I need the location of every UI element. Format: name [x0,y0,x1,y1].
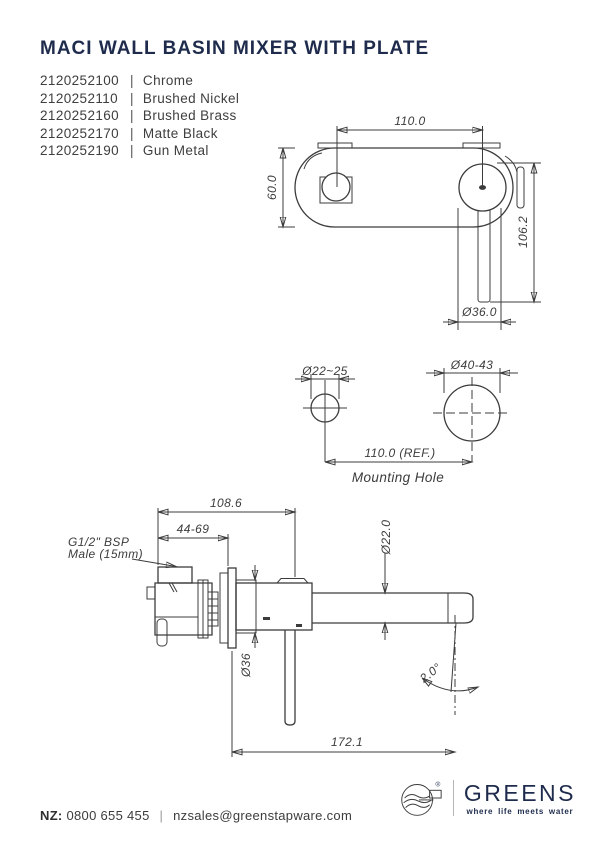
handle-lever-side [284,630,296,726]
greens-logo: ® GREENS where life meets water [395,776,576,820]
side-view-drawing: G1/2" BSP Male (15mm) 108.6 44-69 Ø22.0 … [68,496,560,757]
product-code: 2120252190 [40,143,120,158]
code-separator: | [130,90,134,106]
logo-divider [452,780,454,816]
valve-body [146,566,229,647]
mounting-hole-caption: Mounting Hole [352,470,444,485]
page-title: MACI WALL BASIN MIXER WITH PLATE [40,38,430,59]
dim-dia36-side-label: Ø36 [239,653,253,678]
dimension-projection: 108.6 [157,496,295,577]
dimension-handle-diameter: Ø36.0 [443,208,516,330]
dim-large-hole-label: Ø40-43 [450,358,493,372]
product-finish: Brushed Brass [142,108,237,123]
code-separator: | [130,125,134,141]
small-mounting-hole: Ø22~25 [295,364,355,462]
inlet-label-line1: G1/2" BSP [68,535,129,549]
footer-phone: 0800 655 455 [66,808,150,823]
footer-contact: NZ: 0800 655 455 | nzsales@greenstapware… [40,808,352,823]
dim-dia22-label: Ø22.0 [379,520,393,556]
mixer-body-side [235,578,474,726]
wall-plate-edge [227,567,237,649]
product-code-list: 2120252100 | Chrome 2120252110 | Brushed Nic… [40,72,239,160]
footer-separator: | [159,808,164,823]
dim-110-ref-label: 110.0 (REF.) [364,446,435,460]
dim-small-hole-label: Ø22~25 [301,364,347,378]
dim-106-label: 106.2 [516,216,530,248]
registered-mark: ® [435,780,440,788]
dimension-spout-diameter: Ø22.0 [379,520,393,640]
product-finish: Gun Metal [142,143,209,158]
dimension-plate-height: 60.0 [265,147,295,227]
dimension-total-reach: 172.1 [231,651,455,757]
dimension-wall-range: 44-69 [158,522,228,566]
dimension-spout-angle: 2.0° [416,615,478,715]
footer-email: nzsales@greenstapware.com [173,808,353,823]
code-separator: | [130,143,134,158]
greens-g-mark-icon: ® [401,780,442,816]
mounting-hole-drawing: Ø22~25 Ø40-43 110.0 (REF.) Mounting Hole [295,358,518,485]
code-separator: | [130,108,134,123]
product-code: 2120252160 [40,108,120,123]
dimension-hole-spacing: 110.0 (REF.) [325,446,472,462]
dim-angle-label: 2.0° [416,660,444,686]
dim-60-label: 60.0 [265,175,279,200]
greens-wordmark: GREENS [463,779,576,806]
product-code: 2120252110 [40,90,119,106]
product-finish: Chrome [142,73,194,88]
product-finish: Brushed Nickel [142,90,240,106]
product-code-row: 2120252110 | Brushed Nickel [40,90,239,108]
inlet-label-line2: Male (15mm) [68,547,143,561]
plate-front-outline [294,142,525,303]
dim-44-69-label: 44-69 [177,522,210,536]
greens-tagline: where life meets water [466,806,574,816]
product-code-row: 2120252190 | Gun Metal [40,142,239,160]
dimension-handle-length: 106.2 [490,162,541,302]
dimension-body-diameter: Ø36 [239,565,255,678]
large-mounting-hole: Ø40-43 [426,358,518,462]
product-code-row: 2120252160 | Brushed Brass [40,107,239,125]
product-code: 2120252100 [40,73,120,88]
code-separator: | [130,73,134,88]
dimension-hole-centres: 110.0 [336,114,483,188]
dim-108-label: 108.6 [210,496,242,510]
inlet-spec-label: G1/2" BSP Male (15mm) [68,535,176,567]
front-view-drawing: 110.0 60.0 106.2 Ø36.0 [265,114,541,330]
product-finish: Matte Black [142,125,218,141]
footer-phone-label: NZ: [40,808,63,823]
dim-172-label: 172.1 [331,735,363,749]
dim-110-label: 110.0 [394,114,425,128]
dim-dia36-label: Ø36.0 [461,305,497,319]
product-code: 2120252170 [40,125,120,141]
product-code-row: 2120252100 | Chrome [40,72,239,90]
product-code-row: 2120252170 | Matte Black [40,125,239,143]
